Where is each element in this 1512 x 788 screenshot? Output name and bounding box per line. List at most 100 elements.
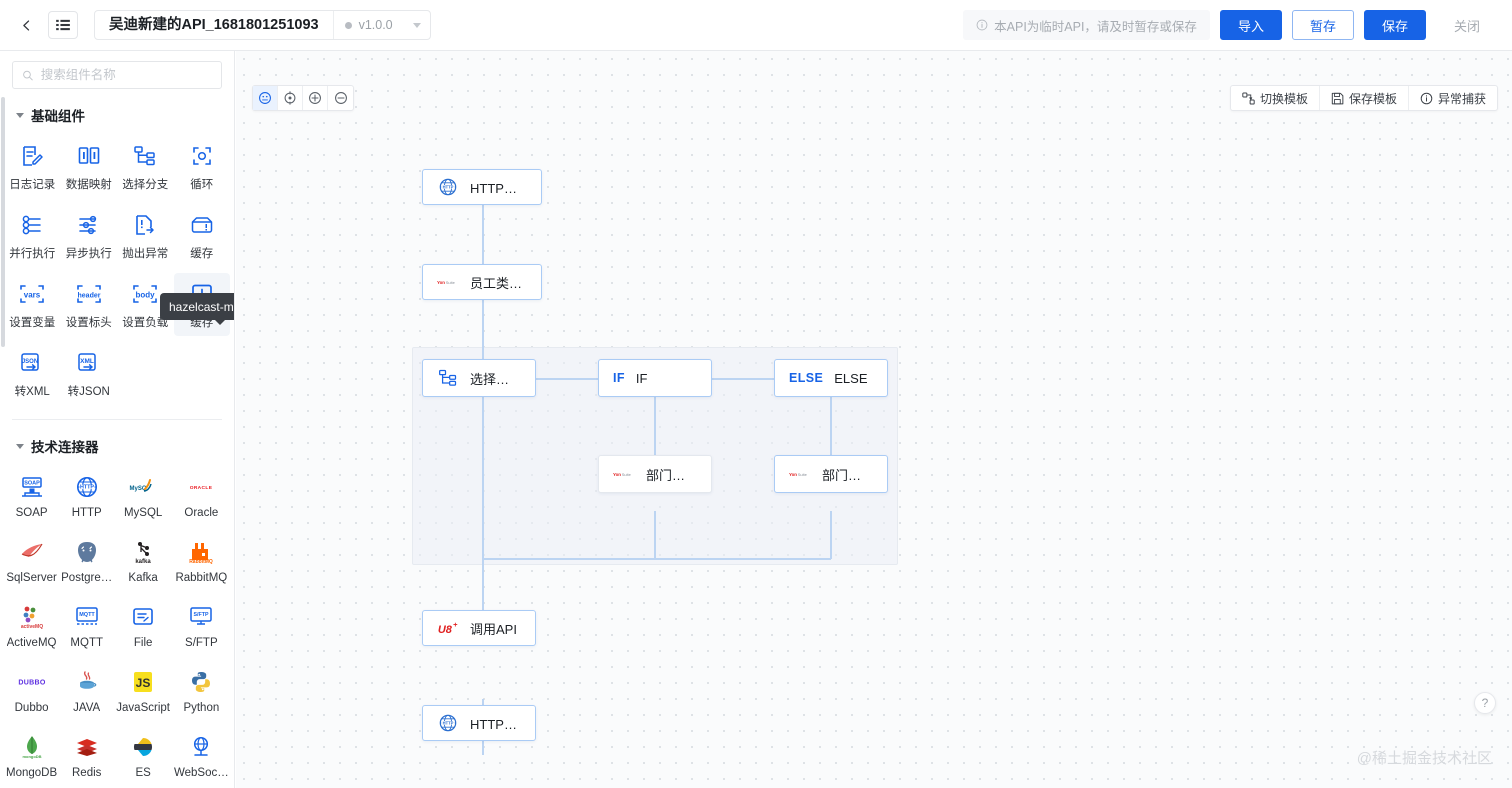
- connector-elasticsearch[interactable]: ES: [114, 726, 172, 785]
- node-dept-detail-query[interactable]: Yon Suite 部门详情查询: [598, 455, 712, 493]
- connector-mysql[interactable]: MySQ MySQL: [114, 466, 172, 525]
- component-label: 转JSON: [67, 386, 110, 398]
- component-parallel-exec[interactable]: 并行执行: [4, 204, 61, 267]
- if-keyword: IF: [613, 371, 625, 385]
- connector-file[interactable]: File: [114, 596, 172, 655]
- connector-oracle[interactable]: ORACLE Oracle: [172, 466, 231, 525]
- svg-text:HTTP: HTTP: [80, 485, 94, 491]
- svg-text:Suite: Suite: [622, 472, 632, 477]
- connector-label: WebSoc…: [173, 767, 229, 779]
- connector-postgresql[interactable]: Postgre…: [59, 531, 114, 590]
- edge-merge-to-call-api: [482, 558, 484, 646]
- svg-text:HTTP: HTTP: [443, 184, 454, 189]
- component-sidebar: 基础组件 日志记录: [0, 51, 235, 788]
- menu-toggle-button[interactable]: [48, 11, 78, 39]
- save-button[interactable]: 保存: [1363, 10, 1426, 40]
- node-label: 部门详情查询: [646, 467, 697, 483]
- node-if-branch[interactable]: IF IF: [598, 359, 712, 397]
- component-set-body[interactable]: body 设置负载: [117, 273, 174, 336]
- svg-text:S/FTP: S/FTP: [194, 612, 209, 618]
- node-call-api[interactable]: U8 + 调用API: [422, 610, 536, 646]
- sqlserver-icon: [17, 538, 47, 566]
- component-set-header[interactable]: header 设置标头: [61, 273, 118, 336]
- connector-redis[interactable]: Redis: [59, 726, 114, 785]
- stash-button[interactable]: 暂存: [1291, 10, 1354, 40]
- node-http-request[interactable]: HTTP HTTP请求: [422, 169, 542, 205]
- component-label: 缓存: [190, 248, 214, 260]
- body-icon: body: [130, 280, 160, 308]
- help-circle-icon[interactable]: ?: [1474, 692, 1496, 714]
- node-http-response[interactable]: HTTP HTTP响应: [422, 705, 536, 741]
- search-box[interactable]: [12, 61, 222, 89]
- node-dept-tree-query[interactable]: Yon Suite 部门树查询: [774, 455, 888, 493]
- connector-label: Postgre…: [61, 572, 113, 584]
- to-json-icon: XML: [74, 349, 104, 377]
- svg-text:XML: XML: [80, 358, 94, 365]
- node-else-branch[interactable]: ELSE ELSE: [774, 359, 888, 397]
- group-title-connectors: 技术连接器: [31, 440, 99, 455]
- flow-canvas[interactable]: 切换模板 保存模板 异常捕获: [236, 51, 1512, 788]
- connector-javascript[interactable]: JS JavaScript: [114, 661, 172, 720]
- connector-java[interactable]: JAVA: [59, 661, 114, 720]
- component-throw-exception[interactable]: 抛出异常: [117, 204, 174, 267]
- action-label: 异常捕获: [1437, 91, 1486, 106]
- recenter-button[interactable]: [278, 86, 303, 110]
- search-input[interactable]: [40, 68, 212, 82]
- zoom-out-icon: [334, 92, 347, 104]
- connector-mongodb[interactable]: mongoDB MongoDB: [4, 726, 59, 785]
- group-header-basic[interactable]: 基础组件: [0, 89, 234, 129]
- save-template-button[interactable]: 保存模板: [1320, 86, 1409, 110]
- connector-python[interactable]: Python: [172, 661, 231, 720]
- close-button[interactable]: 关闭: [1453, 18, 1480, 34]
- component-cache-top[interactable]: 缓存: [174, 204, 231, 267]
- zoom-in-button[interactable]: [303, 86, 328, 110]
- svg-text:Yon: Yon: [789, 472, 797, 477]
- redis-icon: [72, 733, 102, 761]
- vars-icon: vars: [17, 280, 47, 308]
- group-title-basic: 基础组件: [31, 109, 85, 124]
- node-label: 选择分支: [470, 371, 521, 387]
- exception-catch-button[interactable]: 异常捕获: [1409, 86, 1497, 110]
- connector-dubbo[interactable]: DUBBO Dubbo: [4, 661, 59, 720]
- component-tooltip: hazelcast-map缓存: [160, 293, 234, 325]
- connector-label: S/FTP: [185, 637, 218, 649]
- svg-text:JSON: JSON: [22, 359, 38, 365]
- connector-websocket[interactable]: WebSoc…: [172, 726, 231, 785]
- component-choose-branch[interactable]: 选择分支: [117, 135, 174, 198]
- component-data-mapping[interactable]: 数据映射: [61, 135, 118, 198]
- switch-template-button[interactable]: 切换模板: [1231, 86, 1320, 110]
- connector-kafka[interactable]: kafka Kafka: [114, 531, 172, 590]
- component-loop[interactable]: 循环: [174, 135, 231, 198]
- back-button[interactable]: [8, 7, 44, 43]
- connector-sftp[interactable]: S/FTP S/FTP: [172, 596, 231, 655]
- node-employee-category[interactable]: Yon Suite 员工类别详情…: [422, 264, 542, 300]
- group-header-connectors[interactable]: 技术连接器: [0, 420, 234, 460]
- component-to-json[interactable]: XML 转JSON: [61, 342, 118, 405]
- fit-view-button[interactable]: [253, 86, 278, 110]
- connector-label: ES: [135, 767, 151, 779]
- connector-soap[interactable]: SOAP SOAP: [4, 466, 59, 525]
- node-choose-branch[interactable]: 选择分支: [422, 359, 536, 397]
- component-async-exec[interactable]: 异步执行: [61, 204, 118, 267]
- connector-sqlserver[interactable]: SqlServer: [4, 531, 59, 590]
- svg-text:header: header: [77, 293, 100, 300]
- component-label: 设置标头: [65, 317, 112, 329]
- chevron-left-icon: [22, 19, 29, 31]
- version-selector[interactable]: v1.0.0: [334, 11, 430, 39]
- connector-http[interactable]: HTTP HTTP: [59, 466, 114, 525]
- import-button[interactable]: 导入: [1219, 10, 1282, 40]
- connector-activemq[interactable]: activeMQ ActiveMQ: [4, 596, 59, 655]
- component-set-vars[interactable]: vars 设置变量: [4, 273, 61, 336]
- component-log-record[interactable]: 日志记录: [4, 135, 61, 198]
- page-title: 吴迪新建的API_1681801251093: [95, 11, 334, 39]
- component-to-xml[interactable]: JSON 转XML: [4, 342, 61, 405]
- version-status-dot: [344, 21, 352, 29]
- connector-mqtt[interactable]: MQTT MQTT: [59, 596, 114, 655]
- list-menu-icon: [56, 19, 70, 31]
- zoom-out-button[interactable]: [328, 86, 353, 110]
- sidebar-scrollbar-thumb[interactable]: [1, 97, 5, 347]
- section-divider: [12, 419, 222, 420]
- connector-rabbitmq[interactable]: RabbitMQ RabbitMQ: [172, 531, 231, 590]
- node-label: HTTP请求: [470, 180, 527, 196]
- flow-graph: HTTP HTTP请求 Yon Suite 员工类别详情…: [236, 51, 1512, 788]
